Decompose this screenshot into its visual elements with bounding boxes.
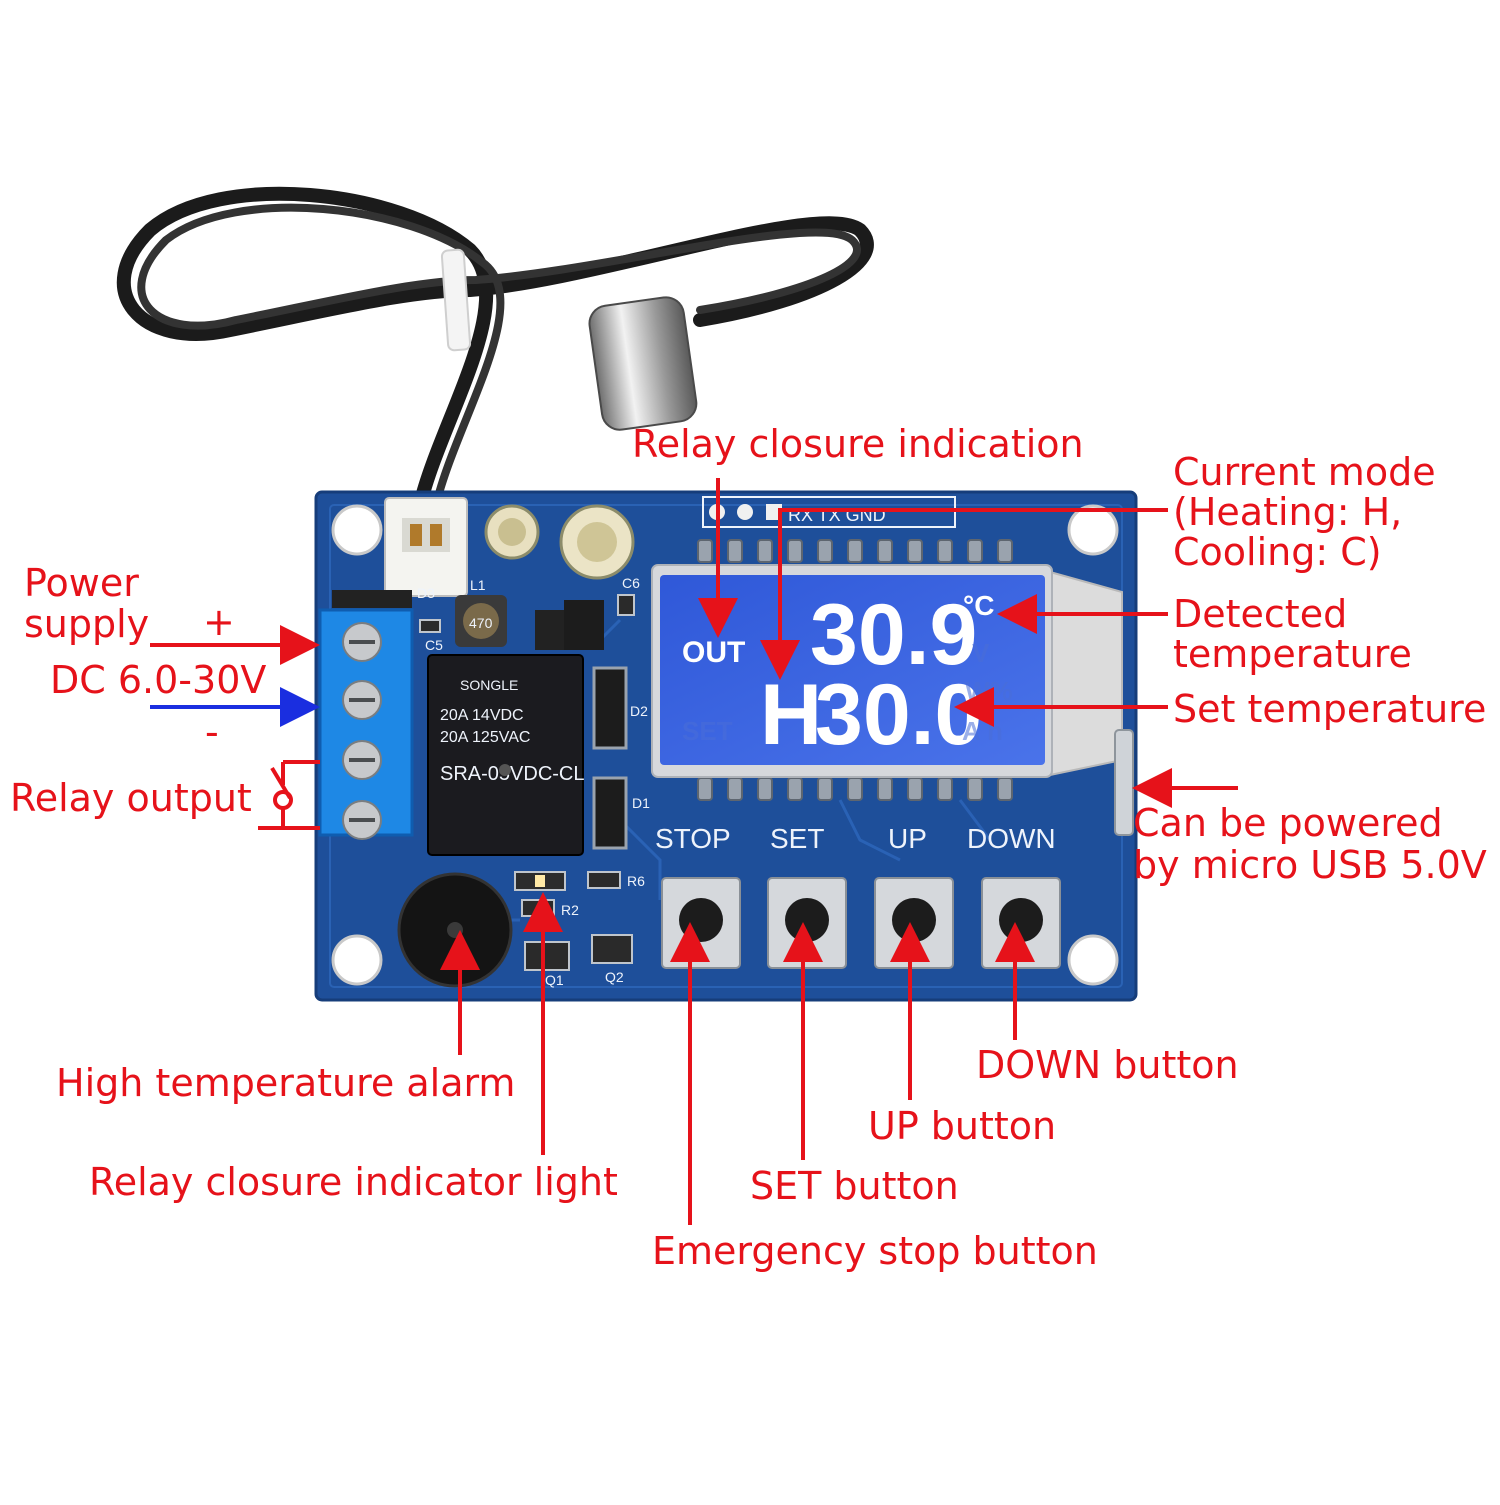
lcd-detected-temperature: 30.9 [810, 587, 977, 683]
relay: SONGLE 20A 14VDC 20A 125VAC SRA-05VDC-CL [427, 654, 584, 856]
high-temperature-alarm-label: High temperature alarm [56, 1061, 516, 1105]
silk-up: UP [888, 823, 927, 854]
lcd-w-ghost: W% [965, 676, 1013, 706]
relay-closure-indication-label: Relay closure indication [632, 422, 1084, 466]
minus-label: - [205, 710, 219, 754]
silk-set: SET [770, 823, 824, 854]
set-temperature-label: Set temperature [1173, 687, 1487, 731]
down-button[interactable] [981, 877, 1061, 969]
silk-r2: R2 [561, 902, 579, 918]
voltage-label: DC 6.0-30V [50, 658, 267, 702]
silk-l1: L1 [470, 577, 486, 593]
silk-d3: D3 [417, 585, 435, 601]
current-mode-line1: Current mode [1173, 450, 1436, 494]
lcd-mode-indicator: H [760, 667, 822, 763]
current-mode-line2: (Heating: H, [1173, 490, 1403, 534]
set-button-label: SET button [750, 1164, 959, 1208]
lcd-set-ghost: SET [682, 716, 733, 746]
power-supply-label: Power supply [24, 561, 150, 647]
smd-components [419, 594, 635, 971]
relay-brand: SONGLE [460, 677, 518, 693]
electrolytic-capacitors [484, 504, 635, 580]
lcd-set-temperature: 30.0 [815, 667, 982, 763]
silk-q2: Q2 [605, 969, 624, 985]
lcd-out-indicator: OUT [682, 636, 745, 669]
detected-temperature-line1: Detected [1173, 592, 1348, 636]
silk-c6: C6 [622, 575, 640, 591]
micro-usb-port [1114, 729, 1134, 836]
silk-stop: STOP [655, 823, 731, 854]
relay-rating-2: 20A 125VAC [440, 729, 530, 746]
power-supply-text: Power supply [24, 561, 150, 647]
button-silk-labels: STOP SET UP DOWN [655, 823, 1056, 854]
silk-d2: D2 [630, 703, 648, 719]
lcd-unit: °C [963, 590, 994, 621]
sensor-connector [384, 497, 468, 597]
relay-model: SRA-05VDC-CL [440, 763, 584, 785]
set-button[interactable] [767, 877, 847, 969]
down-button-label: DOWN button [976, 1043, 1239, 1087]
usb-power-line2: by micro USB 5.0V [1133, 843, 1487, 887]
plus-label: + [203, 600, 235, 644]
silk-r6: R6 [627, 873, 645, 889]
relay-indicator-light-label: Relay closure indicator light [89, 1160, 618, 1204]
emergency-stop-label: Emergency stop button [652, 1229, 1098, 1273]
silk-d1: D1 [632, 795, 650, 811]
relay-rating-1: 20A 14VDC [440, 707, 524, 724]
silkscreen-labels: D3 C5 L1 C6 D2 D1 R6 R2 Q1 Q2 [417, 575, 650, 988]
temperature-probe-cable [116, 186, 874, 512]
stop-button[interactable] [661, 877, 741, 969]
relay-output-label: Relay output [10, 776, 252, 820]
temperature-probe [588, 296, 698, 431]
ic-chips [535, 600, 604, 650]
current-mode-line3: Cooling: C) [1173, 530, 1382, 574]
usb-power-line1: Can be powered [1133, 801, 1443, 845]
lcd-ah-ghost: A h [962, 716, 1003, 746]
lcd-v-ghost: V [972, 638, 990, 668]
relay-indicator-led [514, 871, 566, 891]
inductor-code: 470 [469, 615, 493, 631]
buzzer [397, 872, 513, 988]
up-button[interactable] [874, 877, 954, 969]
detected-temperature-line2: temperature [1173, 632, 1412, 676]
relay-switch-symbol [258, 760, 320, 830]
inductor: 470 [455, 595, 507, 647]
terminal-block [318, 608, 414, 840]
lcd-screen: OUT SET H 30.9 30.0 °C V W% A h [660, 575, 1045, 765]
up-button-label: UP button [868, 1104, 1057, 1148]
arrow-current-mode [760, 508, 1168, 680]
silk-c5: C5 [425, 637, 443, 653]
annotation-arrows [150, 478, 1238, 1225]
silk-down: DOWN [967, 823, 1056, 854]
diodes [332, 590, 628, 850]
silk-q1: Q1 [545, 972, 564, 988]
